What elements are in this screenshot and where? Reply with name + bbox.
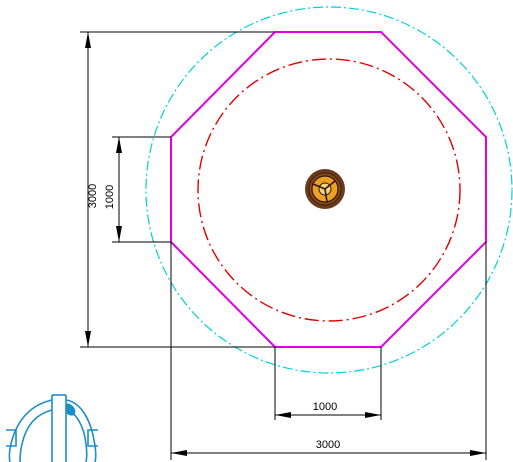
dimension-label-vertical-side: 1000 [104,185,116,209]
manhole-cover-icon [305,169,345,209]
dimension-label-horizontal-overall: 3000 [316,439,340,451]
dimension-label-vertical-overall: 3000 [87,184,99,208]
outer-clearance-circle [145,6,513,374]
dimension-vertical-overall: 3000 [85,32,99,347]
bench-icon [6,394,98,462]
dimension-vertical-side: 1000 [104,137,122,242]
dimension-horizontal-side: 1000 [275,401,381,418]
dimension-label-horizontal-side: 1000 [313,401,337,413]
dimension-horizontal-overall: 3000 [171,439,486,456]
inner-planting-circle [197,58,461,322]
